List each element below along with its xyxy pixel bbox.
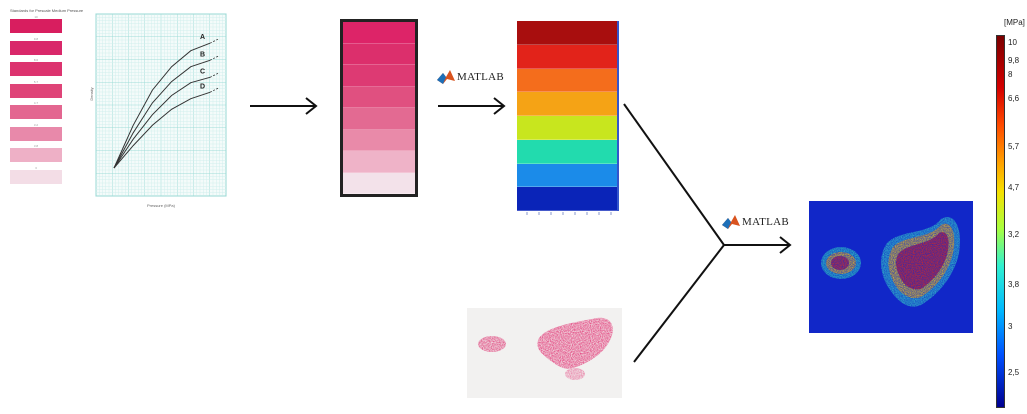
pressure-heatmap-result [809,201,973,333]
chart-series-extension [209,87,219,93]
colormap-band [517,92,617,116]
colormap-band [517,116,617,140]
matlab-logo-2: MATLAB [722,215,789,229]
colormap-bands [517,21,619,211]
chart-series-extension [209,38,219,44]
calibration-card-title: Standards for Prescale Medium Pressure [10,8,84,13]
colormap-band [517,68,617,93]
colormap-band [517,163,617,188]
arrow-to-film [250,97,318,115]
chart-series-extension [209,72,219,78]
pressure-film-scan [467,308,622,398]
calibration-swatch [10,169,62,184]
chart-y-axis-label: Density [89,87,94,100]
colorbar-tick-label: 3,2 [1008,230,1020,239]
colorbar-tick-label: 10 [1008,38,1017,47]
colorbar-tick-label: 3 [1008,322,1013,331]
colorbar-tick-label: 4,7 [1008,183,1020,192]
swatch-label: 9.8 [33,36,39,41]
calibration-card: Standards for Prescale Medium Pressure 1… [10,8,84,198]
swatch-label: 10 [34,15,38,19]
colorbar [996,35,1005,408]
chart-series-label: C [200,68,205,75]
chart-series-label: B [200,51,205,58]
swatch-label: 4.7 [33,101,39,105]
chart-series-line [113,42,211,169]
swatch-label: 8.6 [33,58,39,62]
swatch-label: 3.2 [33,122,39,127]
pink-band [343,43,415,65]
calibration-swatch [10,83,62,98]
chart-series-line [113,59,211,169]
matlab-membrane-icon [722,215,740,229]
pink-band [343,151,415,173]
pink-band [343,172,415,194]
matlab-membrane-icon [437,70,455,84]
matlab-label-2: MATLAB [742,216,790,228]
arrow-to-colormap [438,97,506,115]
colorbar-tick-label: 8 [1008,70,1013,79]
colorbar-tick-label: 6,6 [1008,94,1020,103]
pink-band [343,108,415,130]
colormap-band [517,21,617,45]
calibration-swatch [10,40,62,55]
chart-series-extension [209,55,219,61]
calibration-swatch [10,62,62,76]
colormap-band [517,187,617,211]
colormap-band [517,44,617,69]
swatch-label: 5.7 [33,79,39,84]
colorbar-tick-label: 3,8 [1008,280,1020,289]
colormap-tick-marks [526,212,612,215]
swatch-label: 3.8 [33,144,39,148]
calibration-swatch [10,19,62,33]
colorbar-unit: [MPa] [1004,18,1025,27]
calibration-swatches: 10 9.8 8.6 5.7 4.7 3.2 3.8 3 [10,13,65,198]
pink-band [343,65,415,87]
matlab-logo-1: MATLAB [437,70,504,84]
chart-series-line [113,91,211,169]
swatch-label: 3 [35,165,37,170]
colorbar-tick-label: 2,5 [1008,368,1020,377]
chart-x-axis-label: Pressure (MPa) [147,203,176,208]
merge-connector [623,103,792,363]
calibration-chart: A B C D Pressure (MPa) Density [89,13,227,208]
colorbar-tick-label: 9,8 [1008,56,1020,65]
pink-band [343,129,415,151]
scanned-calibration-strip [340,19,418,197]
chart-series-line [113,76,211,169]
colormap-band [517,139,617,164]
calibration-swatch [10,126,62,141]
calibration-swatch [10,105,62,119]
matlab-label-1: MATLAB [457,71,505,83]
chart-series-label: A [200,34,205,41]
pink-band [343,22,415,44]
pink-band [343,86,415,108]
calibration-swatch [10,148,62,162]
colorbar-tick-label: 5,7 [1008,142,1020,151]
colormap-calibration-strip [517,21,621,217]
chart-series-label: D [200,83,205,90]
